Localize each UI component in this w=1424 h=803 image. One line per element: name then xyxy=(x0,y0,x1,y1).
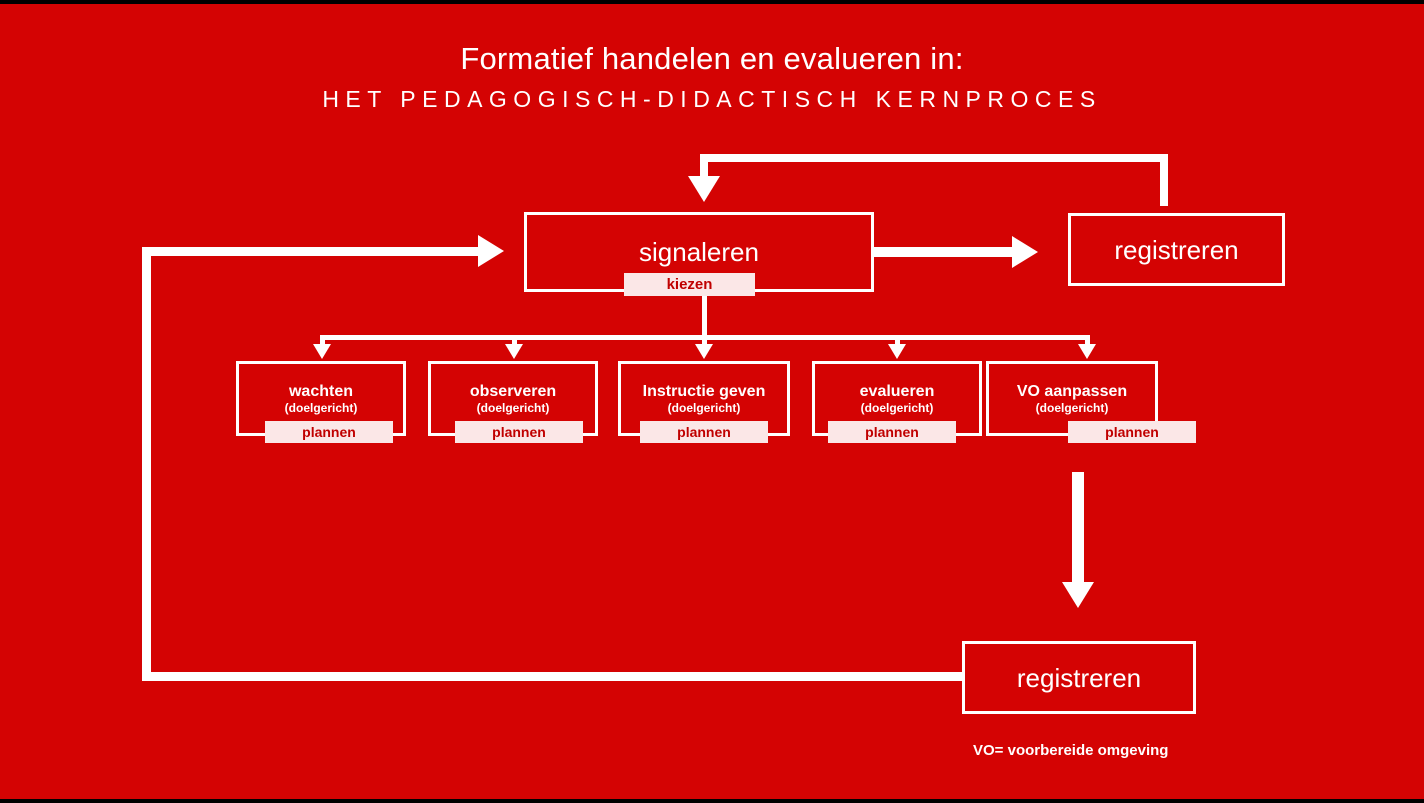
badge-plannen-evalueren[interactable]: plannen xyxy=(828,421,956,443)
node-instructie-geven-sublabel: (doelgericht) xyxy=(667,401,741,415)
loop-top-horizontal xyxy=(700,154,1168,162)
node-registreren-bottom-label: registreren xyxy=(1016,662,1142,693)
node-signaleren-label: signaleren xyxy=(639,237,759,267)
branch-arrowhead-5 xyxy=(1078,344,1096,359)
return-loop-arrowhead xyxy=(478,235,504,267)
branch-arrowhead-3 xyxy=(695,344,713,359)
footnote-vo-legend: VO= voorbereide omgeving xyxy=(973,742,1169,759)
node-registreren-bottom[interactable]: registreren xyxy=(962,641,1196,714)
page-title: Formatief handelen en evalueren in: xyxy=(460,41,964,76)
badge-kiezen[interactable]: kiezen xyxy=(624,273,755,296)
node-evalueren-sublabel: (doelgericht) xyxy=(860,401,934,415)
signaleren-to-registreren-line xyxy=(874,247,1014,257)
node-instructie-geven-label: Instructie geven xyxy=(642,383,766,400)
branch-stem-vertical xyxy=(702,289,707,335)
node-observeren-label: observeren xyxy=(469,383,557,400)
branch-drop-1 xyxy=(320,335,325,351)
node-vo-aanpassen-label: VO aanpassen xyxy=(1016,383,1128,400)
badge-plannen-wachten[interactable]: plannen xyxy=(265,421,393,443)
branch-arrowhead-4 xyxy=(888,344,906,359)
page-subtitle: HET PEDAGOGISCH-DIDACTISCH KERNPROCES xyxy=(322,86,1102,112)
branch-arrowhead-1 xyxy=(313,344,331,359)
return-loop-bottom-horizontal xyxy=(142,672,962,681)
branch-drop-5 xyxy=(1085,335,1090,351)
node-wachten-sublabel: (doelgericht) xyxy=(284,401,358,415)
node-vo-aanpassen-sublabel: (doelgericht) xyxy=(1035,401,1109,415)
signaleren-to-registreren-arrowhead xyxy=(1012,236,1038,268)
branch-drop-2 xyxy=(512,335,517,351)
loop-top-arrowhead xyxy=(688,176,720,202)
branch-arrowhead-2 xyxy=(505,344,523,359)
node-evalueren-label: evalueren xyxy=(859,383,935,400)
branch-drop-3 xyxy=(702,335,707,351)
badge-plannen-observeren[interactable]: plannen xyxy=(455,421,583,443)
loop-top-left-vertical xyxy=(700,154,708,182)
vo-to-registreren-line xyxy=(1072,472,1084,587)
node-observeren-sublabel: (doelgericht) xyxy=(476,401,550,415)
node-evalueren[interactable]: evalueren (doelgericht) xyxy=(812,361,982,436)
node-registreren-top[interactable]: registreren xyxy=(1068,213,1285,286)
title-block: Formatief handelen en evalueren in: HET … xyxy=(0,40,1424,116)
branch-drop-4 xyxy=(895,335,900,351)
loop-top-right-vertical xyxy=(1160,154,1168,206)
return-loop-left-vertical xyxy=(142,247,151,681)
node-wachten-label: wachten xyxy=(288,383,353,400)
vo-to-registreren-arrowhead xyxy=(1062,582,1094,608)
badge-plannen-instructie-geven[interactable]: plannen xyxy=(640,421,768,443)
node-registreren-top-label: registreren xyxy=(1114,234,1239,265)
return-loop-top-horizontal xyxy=(142,247,482,256)
badge-plannen-vo-aanpassen[interactable]: plannen xyxy=(1068,421,1196,443)
